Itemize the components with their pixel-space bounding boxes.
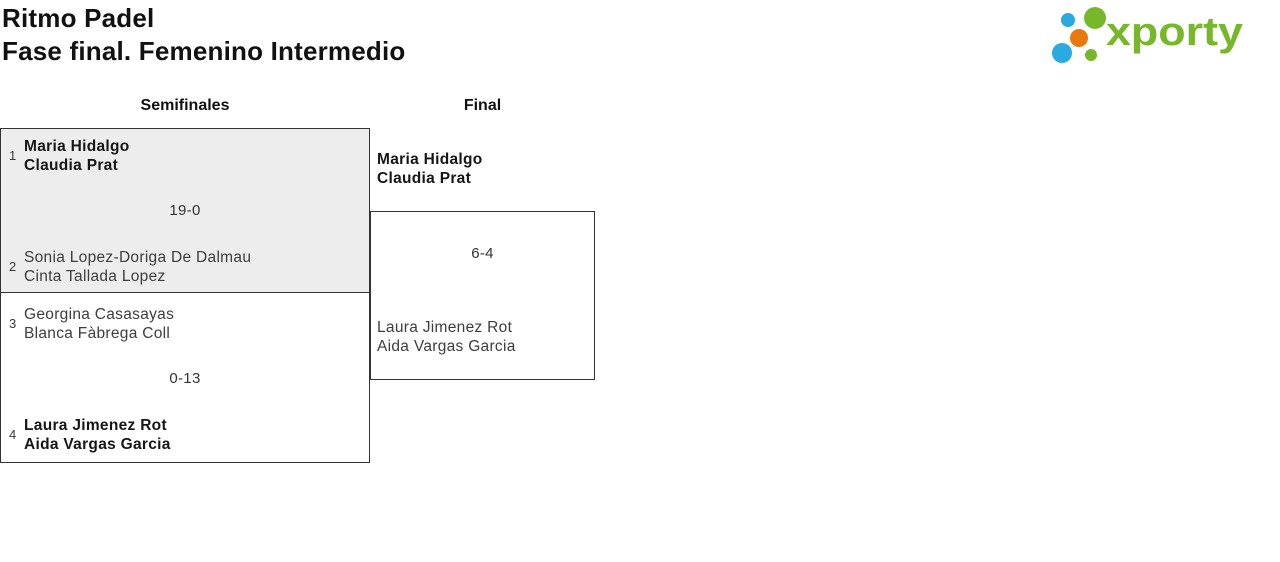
- round-label-final: Final: [463, 97, 502, 114]
- xporty-logo[interactable]: xporty: [1050, 0, 1280, 72]
- match-score: 6-4: [471, 245, 494, 262]
- player-name: Maria Hidalgo: [377, 151, 483, 168]
- logo-dot-blue-small-icon: [1061, 13, 1075, 27]
- team-name: Georgina Casasayas Blanca Fàbrega Coll: [24, 305, 174, 343]
- semifinal-1-match-box: [0, 128, 370, 293]
- player-name: Aida Vargas Garcia: [377, 338, 516, 355]
- page-header: Ritmo Padel Fase final. Femenino Interme…: [2, 2, 406, 68]
- player-name: Cinta Tallada Lopez: [24, 268, 166, 285]
- player-name: Sonia Lopez-Doriga De Dalmau: [24, 249, 252, 266]
- player-name: Claudia Prat: [377, 170, 472, 187]
- seed-number: 1: [9, 148, 17, 163]
- logo-dot-orange-icon: [1070, 29, 1088, 47]
- player-name: Laura Jimenez Rot: [377, 319, 513, 336]
- page-title: Ritmo Padel: [2, 3, 155, 33]
- team-name: Maria Hidalgo Claudia Prat: [377, 150, 483, 188]
- team-name: Laura Jimenez Rot Aida Vargas Garcia: [24, 416, 171, 454]
- logo-dot-blue-large-icon: [1052, 43, 1072, 63]
- team-name: Sonia Lopez-Doriga De Dalmau Cinta Talla…: [24, 248, 251, 286]
- logo-dot-green-large-icon: [1084, 7, 1106, 29]
- player-name: Georgina Casasayas: [24, 306, 175, 323]
- logo-wordmark: xporty: [1106, 10, 1243, 54]
- final-match-box: [370, 211, 595, 380]
- seed-number: 4: [9, 427, 17, 442]
- player-name: Claudia Prat: [24, 157, 119, 174]
- team-name: Maria Hidalgo Claudia Prat: [24, 137, 130, 175]
- player-name: Blanca Fàbrega Coll: [24, 325, 171, 342]
- player-name: Maria Hidalgo: [24, 138, 130, 155]
- seed-number: 2: [9, 259, 17, 274]
- team-name: Laura Jimenez Rot Aida Vargas Garcia: [377, 318, 516, 356]
- player-name: Laura Jimenez Rot: [24, 417, 167, 434]
- seed-number: 3: [9, 316, 17, 331]
- logo-dot-green-small-icon: [1085, 49, 1097, 61]
- match-score: 0-13: [169, 370, 201, 387]
- player-name: Aida Vargas Garcia: [24, 436, 171, 453]
- round-label-semifinals: Semifinales: [140, 97, 230, 114]
- page-subtitle: Fase final. Femenino Intermedio: [2, 36, 406, 66]
- match-score: 19-0: [169, 202, 201, 219]
- semifinal-2-match-box: [0, 292, 370, 463]
